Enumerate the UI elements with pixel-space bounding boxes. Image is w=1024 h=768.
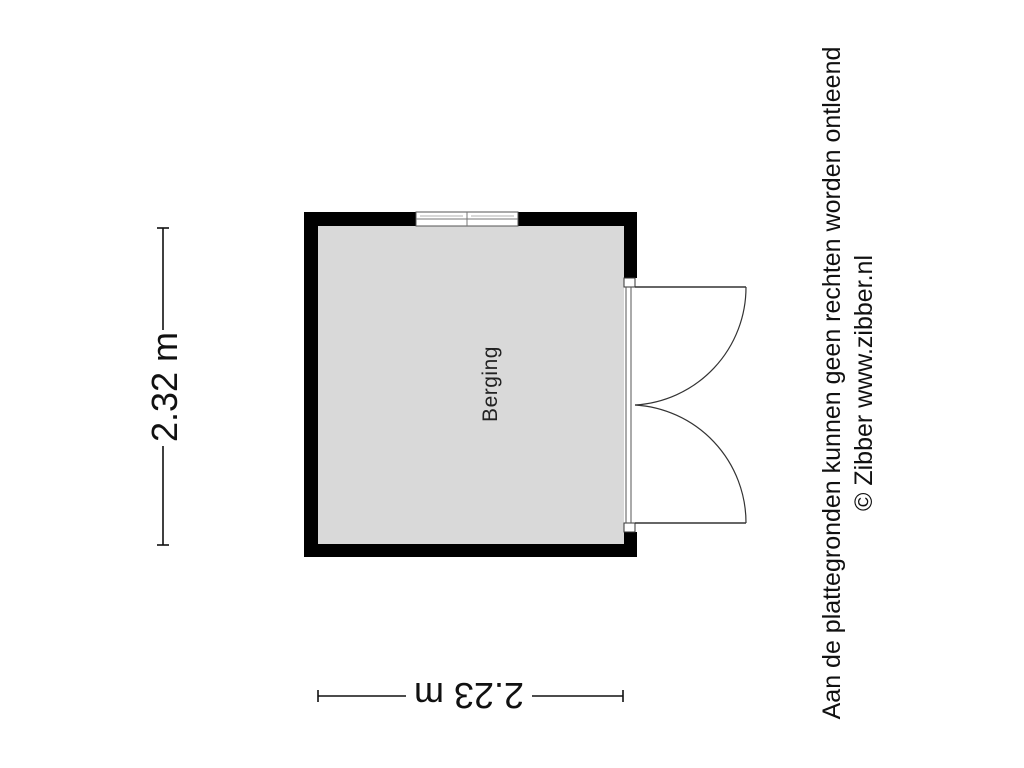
double-door	[623, 277, 747, 533]
height-dimension-label: 2.32 m	[144, 332, 185, 442]
height-dimension: 2.32 m	[144, 227, 185, 546]
disclaimer-line-2: © Zibber www.zibber.nl	[850, 255, 878, 511]
room-floor	[318, 226, 624, 544]
width-dimension: 2.23 m	[317, 675, 624, 716]
door-jamb-top	[623, 277, 636, 288]
door-jamb-bottom	[623, 522, 636, 533]
disclaimer: Aan de plattegronden kunnen geen rechten…	[818, 47, 878, 720]
width-dimension-label: 2.23 m	[414, 675, 524, 716]
window	[415, 211, 519, 227]
disclaimer-line-1: Aan de plattegronden kunnen geen rechten…	[818, 47, 846, 720]
door-swing-lower	[634, 404, 747, 524]
room-label: Berging	[479, 346, 502, 422]
door-swing-upper	[634, 286, 747, 406]
